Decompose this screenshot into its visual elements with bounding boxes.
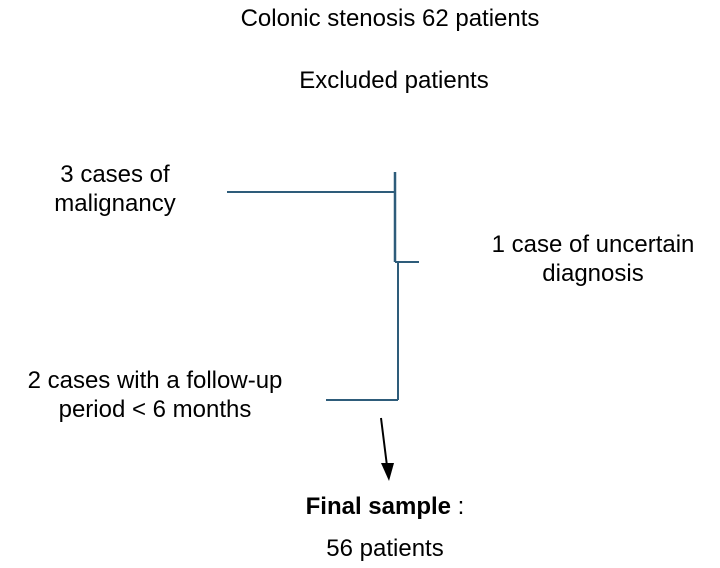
final-sample-separator: : — [451, 493, 465, 520]
exclusion-uncertain-line2: diagnosis — [542, 260, 644, 287]
excluded-heading: Excluded patients — [299, 67, 489, 94]
exclusion-malignancy: 3 cases of malignancy — [35, 160, 195, 218]
exclusion-malignancy-line2: malignancy — [54, 190, 176, 217]
final-sample: Final sample : — [220, 492, 550, 521]
arrow-head — [381, 463, 394, 481]
exclusion-follow-up-line2: period < 6 months — [58, 396, 252, 423]
exclusion-uncertain-diagnosis: 1 case of uncertain diagnosis — [468, 230, 718, 288]
final-sample-count: 56 patients — [326, 535, 444, 562]
final-sample-label: Final sample — [305, 493, 452, 520]
exclusion-malignancy-line1: 3 cases of — [60, 161, 170, 188]
exclusion-short-follow-up: 2 cases with a follow-up period < 6 mont… — [0, 366, 310, 424]
exclusion-uncertain-line1: 1 case of uncertain — [491, 231, 695, 258]
exclusion-follow-up-line1: 2 cases with a follow-up — [27, 367, 283, 394]
arrow-shaft — [380, 417, 388, 467]
flowchart-title: Colonic stenosis 62 patients — [240, 5, 540, 32]
